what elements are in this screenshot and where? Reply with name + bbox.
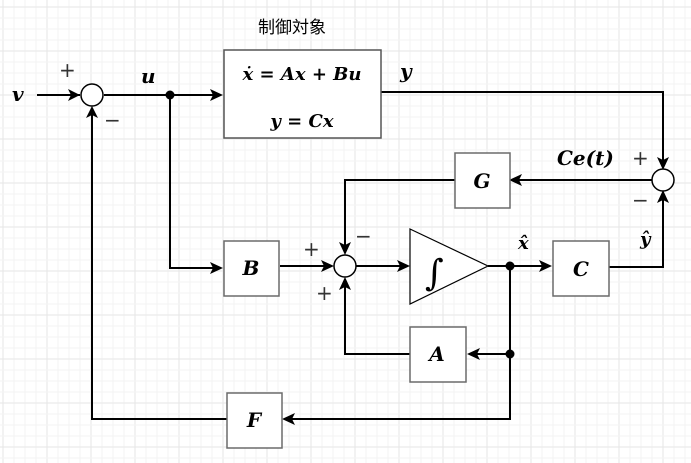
plant-state-equation: ẋ = Ax + Bu bbox=[242, 64, 362, 85]
wire-xhat-to-F bbox=[288, 266, 511, 420]
G-block-label: G bbox=[473, 169, 490, 193]
wire-F-to-sum1 bbox=[91, 112, 227, 420]
sum3-plus-sign: + bbox=[632, 146, 649, 170]
sum2-plus-left-sign: + bbox=[303, 237, 320, 261]
B-block[interactable]: B bbox=[223, 240, 280, 297]
plant-block[interactable]: ẋ = Ax + Bu y = Cx bbox=[223, 49, 382, 139]
junction-u bbox=[165, 90, 175, 100]
arrow-into-sum2-bottom bbox=[339, 277, 351, 290]
F-block[interactable]: F bbox=[226, 392, 283, 449]
G-block[interactable]: G bbox=[454, 152, 511, 209]
sum2-minus-top-sign: − bbox=[355, 224, 372, 248]
arrow-into-sum1-left bbox=[68, 89, 80, 101]
signal-u-label: u bbox=[141, 64, 156, 88]
arrow-into-sum2-top bbox=[339, 242, 351, 255]
plant-title: 制御対象 bbox=[258, 18, 326, 38]
sum-node-1[interactable] bbox=[80, 83, 104, 107]
arrow-into-F bbox=[282, 413, 295, 425]
A-block[interactable]: A bbox=[409, 326, 467, 383]
arrow-into-plant bbox=[210, 89, 223, 101]
junction-xhat-A bbox=[505, 349, 515, 359]
signal-error-label: Ce(t) bbox=[557, 146, 614, 170]
A-block-label: A bbox=[427, 342, 445, 366]
sum3-minus-sign: − bbox=[632, 188, 649, 212]
sum-node-2[interactable] bbox=[333, 254, 357, 278]
wires bbox=[37, 91, 664, 420]
arrowheads bbox=[68, 89, 669, 425]
plant-output-equation: y = Cx bbox=[269, 111, 333, 132]
arrow-into-sum1-bottom bbox=[86, 106, 98, 118]
arrow-into-integrator bbox=[397, 260, 410, 272]
sum1-plus-sign: + bbox=[59, 58, 76, 82]
arrow-into-sum2-left bbox=[321, 260, 334, 272]
arrow-into-G bbox=[509, 174, 522, 186]
signal-xhat-label: x̂ bbox=[517, 233, 529, 254]
C-block-label: C bbox=[573, 257, 589, 281]
sum2-plus-bottom-sign: + bbox=[316, 281, 333, 305]
arrow-into-C bbox=[539, 260, 552, 272]
integral-symbol: ∫ bbox=[425, 253, 444, 294]
wire-A-to-sum2 bbox=[344, 282, 410, 355]
C-block[interactable]: C bbox=[552, 240, 610, 297]
arrow-into-sum3-bottom bbox=[657, 190, 669, 203]
B-block-label: B bbox=[242, 256, 260, 280]
sum-node-3[interactable] bbox=[651, 168, 675, 192]
wire-C-to-sum3 bbox=[609, 196, 664, 268]
integrator-block[interactable]: ∫ bbox=[409, 228, 490, 305]
signal-y-label: y bbox=[399, 59, 413, 83]
wire-u-to-B bbox=[169, 95, 216, 269]
junction-xhat bbox=[505, 261, 515, 271]
signal-v-label: v bbox=[12, 82, 24, 106]
wire-y-to-sum3 bbox=[381, 91, 664, 165]
arrow-into-sum3-top bbox=[657, 157, 669, 170]
arrow-into-B bbox=[210, 262, 223, 274]
F-block-label: F bbox=[246, 408, 263, 432]
arrow-into-A bbox=[467, 348, 480, 360]
wire-G-to-sum2 bbox=[344, 179, 455, 250]
sum1-minus-sign: − bbox=[104, 108, 121, 132]
signal-yhat-label: ŷ bbox=[639, 229, 652, 250]
